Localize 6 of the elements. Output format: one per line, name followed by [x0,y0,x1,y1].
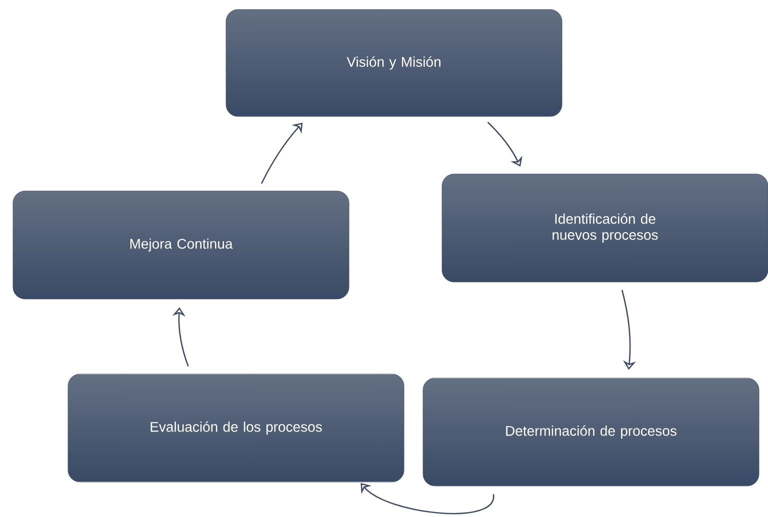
arrow [260,122,303,184]
process-box: Visión y Misión [226,9,562,117]
process-box: Mejora Continua [12,190,350,300]
process-box: Identificación de nuevos procesos [442,174,768,282]
process-box: Evaluación de los procesos [68,374,404,482]
process-box: Determinación de procesos [422,378,760,486]
